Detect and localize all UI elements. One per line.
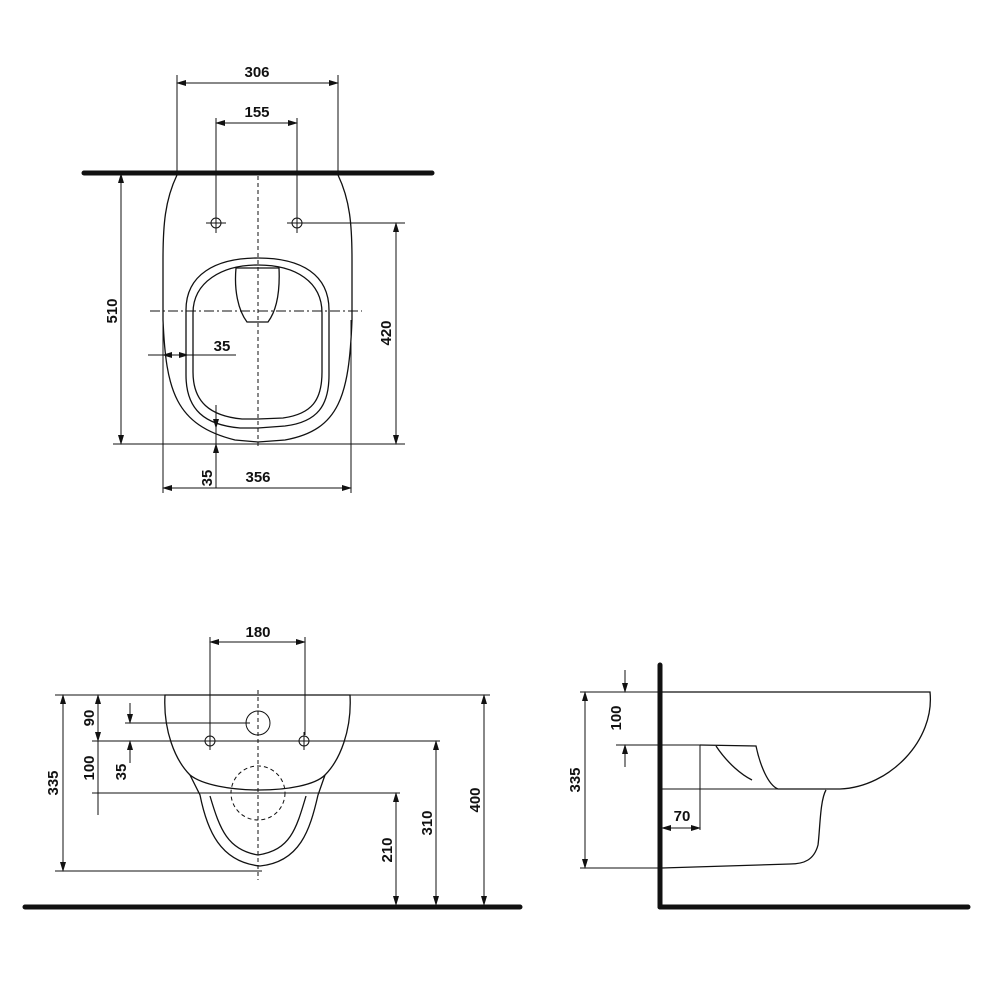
dim-306: 306 (244, 64, 269, 81)
dim-90: 90 (81, 710, 98, 727)
bowl-inner-curve (715, 745, 753, 781)
dim-100: 100 (81, 755, 98, 780)
dim-400: 400 (467, 787, 484, 812)
dim-510: 510 (104, 298, 121, 323)
dim-210: 210 (379, 837, 396, 862)
dim-335-side: 335 (567, 767, 584, 792)
front-view: 180 335 90 100 35 210 310 400 (22, 624, 523, 910)
bowl-lower-curve (189, 774, 326, 791)
dim-35-front: 35 (113, 764, 130, 781)
dim-180: 180 (245, 624, 270, 641)
pedestal-outline (661, 789, 827, 869)
bowl-outline (662, 691, 931, 790)
bowl-outline (164, 694, 351, 867)
flush-inlet (234, 267, 280, 323)
top-view: 306 155 510 420 35 35 356 (81, 64, 435, 493)
dim-335: 335 (45, 770, 62, 795)
dim-35-side: 35 (214, 338, 231, 355)
dim-310: 310 (419, 810, 436, 835)
dim-155: 155 (244, 104, 269, 121)
dim-100-side: 100 (608, 705, 625, 730)
seat-rim-inner (192, 264, 323, 420)
side-view: 100 335 70 (567, 662, 971, 910)
dim-35-front: 35 (199, 470, 216, 487)
dim-70: 70 (674, 808, 691, 825)
dim-356: 356 (245, 469, 270, 486)
dim-420: 420 (378, 320, 395, 345)
